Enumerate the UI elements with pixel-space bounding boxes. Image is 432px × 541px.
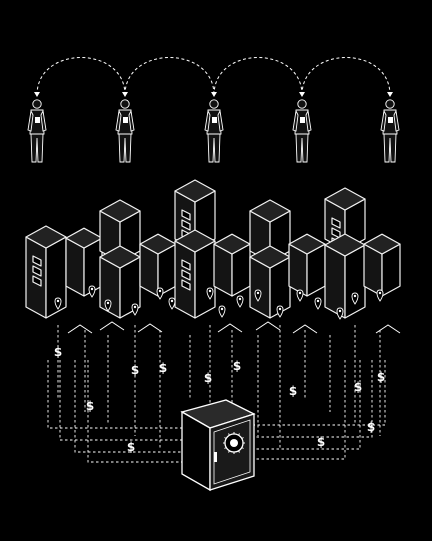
people-row <box>27 92 400 163</box>
location-pin-icon <box>131 303 139 316</box>
dollar-icon: $ <box>204 371 212 385</box>
location-pin-icon <box>376 289 384 302</box>
money-line <box>250 360 361 450</box>
dollar-icon: $ <box>131 363 139 377</box>
building-icon <box>213 233 251 297</box>
building-icon <box>249 245 291 319</box>
connection-arc <box>301 57 391 96</box>
money-line <box>87 360 185 463</box>
dollar-icon: $ <box>159 361 167 375</box>
person-icon <box>204 92 224 163</box>
person-icon <box>115 92 135 163</box>
connection-arc <box>124 57 215 96</box>
branch-tick <box>375 324 401 334</box>
location-pin-icon <box>351 292 359 305</box>
money-line <box>250 360 386 426</box>
location-pin-icon <box>88 285 96 298</box>
branch-tick <box>137 323 163 333</box>
safe <box>180 399 256 492</box>
dollar-icon: $ <box>289 384 297 398</box>
dollar-icon: $ <box>54 345 62 359</box>
location-pin-icon <box>104 299 112 312</box>
money-line <box>74 360 185 453</box>
money-line <box>59 360 185 441</box>
city-buildings <box>25 179 401 319</box>
location-pin-icon <box>156 287 164 300</box>
connection-arcs <box>36 57 391 96</box>
person-icon <box>27 92 47 163</box>
location-pin-icon <box>314 297 322 310</box>
location-pin-icon <box>296 289 304 302</box>
location-pin-icon <box>276 305 284 318</box>
branch-tick <box>255 321 281 331</box>
dollar-signs: $ $ $ $ $ $ $ $ $ $ $ $ <box>54 345 385 454</box>
connection-arc <box>36 57 126 96</box>
location-pin-icon <box>254 289 262 302</box>
branch-tick <box>292 324 318 334</box>
safe-door <box>213 419 251 485</box>
building-icon <box>174 229 216 319</box>
branch-tick <box>67 324 93 334</box>
dollar-icon: $ <box>377 370 385 384</box>
dollar-icon: $ <box>317 435 325 449</box>
location-pins <box>54 285 401 334</box>
building-icon <box>324 233 366 319</box>
building-icon <box>65 227 103 297</box>
location-pin-icon <box>336 307 344 320</box>
location-pin-icon <box>206 287 214 300</box>
branch-tick <box>217 323 243 333</box>
person-icon <box>380 92 400 163</box>
dollar-icon: $ <box>354 380 362 394</box>
branch-tick <box>99 321 125 331</box>
building-icon <box>363 233 401 297</box>
person-icon <box>292 92 312 163</box>
dollar-icon: $ <box>367 420 375 434</box>
money-line <box>250 360 346 460</box>
dollar-icon: $ <box>127 440 135 454</box>
building-icon <box>288 233 326 297</box>
connection-arc <box>213 57 303 96</box>
location-pin-icon <box>236 295 244 308</box>
dial-icon <box>223 432 245 454</box>
dollar-icon: $ <box>86 399 94 413</box>
dollar-icon: $ <box>233 359 241 373</box>
location-pin-icon <box>168 297 176 310</box>
money-flow-lines <box>47 325 386 463</box>
location-pin-icon <box>218 305 226 318</box>
building-icon <box>139 233 177 297</box>
money-line <box>250 360 373 438</box>
building-icon <box>25 225 67 319</box>
safe-handle <box>214 452 217 462</box>
location-pin-icon <box>54 297 62 310</box>
